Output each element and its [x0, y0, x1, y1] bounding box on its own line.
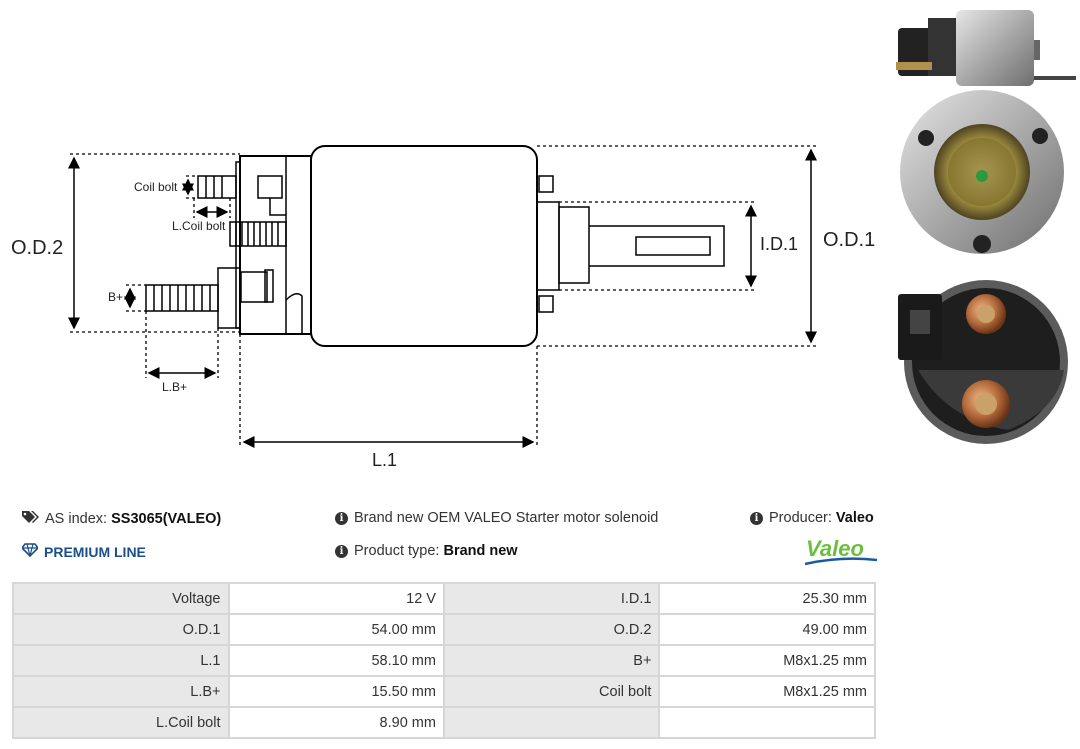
producer-value: Valeo — [835, 510, 874, 526]
lb-plus-label: L.B+ — [162, 380, 187, 394]
product-type-label: Product type: — [354, 543, 440, 559]
spec-value: M8x1.25 mm — [658, 644, 876, 677]
spec-value: 25.30 mm — [658, 582, 876, 615]
valeo-logo: Valeo — [804, 536, 878, 566]
spec-value: 12 V — [227, 582, 445, 615]
solenoid-dimension-drawing: O.D.2 O.D.1 I.D.1 L.1 Coil bolt L.Coil b… — [11, 145, 875, 470]
id1-label: I.D.1 — [760, 234, 798, 254]
spec-label: O.D.2 — [442, 613, 661, 646]
producer-label: Producer: — [769, 510, 832, 526]
spec-label: O.D.1 — [12, 613, 230, 646]
spec-label: L.Coil bolt — [12, 706, 230, 739]
b-plus-label: B+ — [108, 290, 123, 304]
info-icon: i — [335, 544, 348, 558]
tag-icon — [22, 510, 39, 528]
product-photos — [896, 10, 1076, 444]
l-coil-bolt-label: L.Coil bolt — [172, 219, 226, 233]
spec-label: B+ — [442, 644, 661, 677]
spec-value: 15.50 mm — [227, 675, 445, 708]
info-icon: i — [335, 511, 348, 525]
spec-value: M8x1.25 mm — [658, 675, 876, 708]
info-icon: i — [750, 511, 763, 525]
spec-label: L.1 — [12, 644, 230, 677]
as-index-label: AS index: — [45, 511, 108, 527]
rear-view-photo — [898, 280, 1068, 444]
spec-value: 58.10 mm — [227, 644, 445, 677]
as-index: AS index: SS3065(VALEO) — [22, 510, 221, 528]
svg-text:Valeo: Valeo — [806, 536, 864, 561]
spec-label: Coil bolt — [442, 675, 661, 708]
spec-value — [658, 706, 876, 739]
diamond-icon — [20, 543, 40, 560]
premium-line-badge: PREMIUM LINE — [20, 543, 146, 560]
description-text: Brand new OEM VALEO Starter motor soleno… — [354, 510, 659, 526]
spec-label — [442, 706, 661, 739]
front-view-photo — [900, 90, 1064, 254]
l1-label: L.1 — [372, 450, 397, 470]
as-index-value: SS3065(VALEO) — [111, 511, 222, 527]
spec-label: Voltage — [12, 582, 230, 615]
spec-value: 54.00 mm — [227, 613, 445, 646]
od2-label: O.D.2 — [11, 237, 63, 259]
spec-value: 8.90 mm — [227, 706, 445, 739]
premium-line-text: PREMIUM LINE — [44, 543, 146, 560]
spec-value: 49.00 mm — [658, 613, 876, 646]
coil-bolt-label: Coil bolt — [134, 180, 178, 194]
product-type: i Product type: Brand new — [335, 543, 518, 559]
spec-label: I.D.1 — [442, 582, 661, 615]
side-view-photo — [896, 10, 1076, 86]
producer: i Producer: Valeo — [750, 510, 874, 526]
product-type-value: Brand new — [443, 543, 518, 559]
od1-label: O.D.1 — [823, 229, 875, 251]
spec-label: L.B+ — [12, 675, 230, 708]
description: i Brand new OEM VALEO Starter motor sole… — [335, 510, 658, 526]
